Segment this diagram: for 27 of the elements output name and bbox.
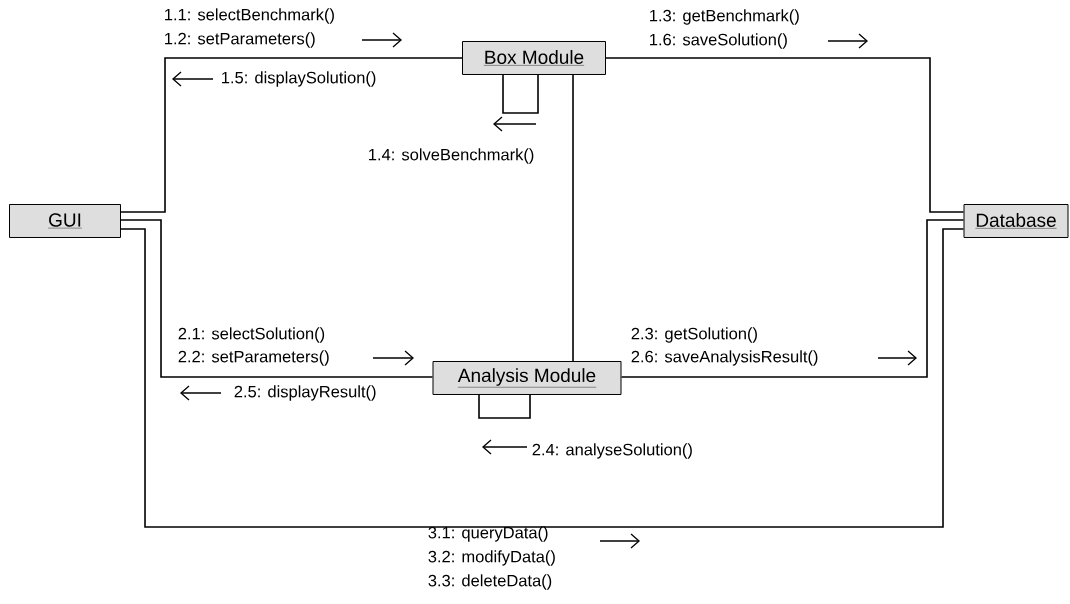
message-label: 2.5: displayResult() [234, 385, 376, 401]
link-line [478, 394, 531, 419]
object-box: Analysis Module [432, 361, 622, 395]
message-label: 1.4: solveBenchmark() [369, 148, 534, 164]
message-label: 1.3: getBenchmark() [650, 9, 799, 25]
link-line [620, 219, 965, 378]
message-label: 2.4: analyseSolution() [532, 443, 692, 459]
message-label: 3.1: queryData() [428, 526, 548, 542]
message-label: 2.2: setParameters() [178, 350, 329, 366]
object-box: Box Module [462, 41, 606, 75]
link-line [120, 219, 434, 378]
message-label: 3.3: deleteData() [428, 574, 552, 590]
message-label: 3.2: modifyData() [428, 550, 555, 566]
link-line [120, 57, 463, 213]
message-label: 1.5: displaySolution() [222, 71, 376, 87]
link-line [572, 74, 574, 362]
link-line [120, 228, 965, 528]
message-label: 1.1: selectBenchmark() [165, 8, 334, 24]
message-label: 1.6: saveSolution() [650, 33, 787, 49]
object-box: Database [963, 204, 1069, 238]
message-label: 2.6: saveAnalysisResult() [631, 350, 818, 366]
message-label: 1.2: setParameters() [165, 32, 315, 48]
link-line [502, 74, 539, 114]
message-label: 2.1: selectSolution() [178, 327, 325, 343]
message-label: 2.3: getSolution() [631, 327, 757, 343]
object-box: GUI [9, 204, 121, 238]
link-line [605, 57, 965, 213]
